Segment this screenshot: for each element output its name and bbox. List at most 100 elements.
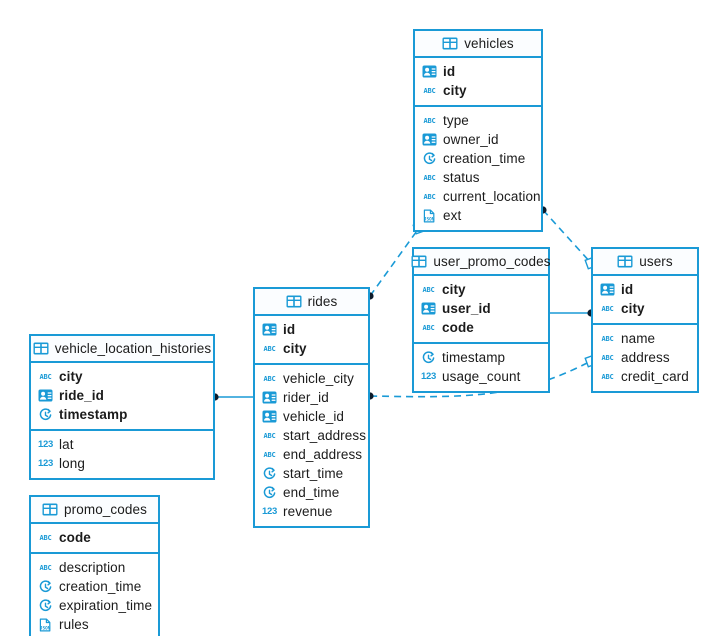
column-name: ext <box>443 208 462 223</box>
abc-icon: ABC <box>422 285 435 294</box>
column-row[interactable]: 123 lat <box>31 435 213 454</box>
primary-key-row[interactable]: ride_id <box>31 386 213 405</box>
column-row[interactable]: ABC status <box>415 168 541 187</box>
column-row[interactable]: expiration_time <box>31 596 158 615</box>
primary-key-row[interactable]: id <box>593 280 697 299</box>
table-grid-icon <box>286 295 302 308</box>
table-header-user_promo_codes[interactable]: user_promo_codes <box>411 249 550 276</box>
table-header-rides[interactable]: rides <box>255 289 368 316</box>
column-row[interactable]: timestamp <box>414 348 548 367</box>
column-name: name <box>621 331 656 346</box>
column-name: start_address <box>283 428 367 443</box>
clock-icon <box>38 579 53 594</box>
abc-icon: ABC <box>422 323 435 332</box>
column-name: end_time <box>283 485 340 500</box>
id-card-icon <box>600 283 615 296</box>
table-header-promo_codes[interactable]: promo_codes <box>31 497 158 524</box>
column-row[interactable]: vehicle_id <box>255 407 368 426</box>
column-row[interactable]: start_time <box>255 464 368 483</box>
column-row[interactable]: ABC start_address <box>255 426 368 445</box>
column-row[interactable]: creation_time <box>31 577 158 596</box>
id-card-icon <box>422 133 437 146</box>
column-name: end_address <box>283 447 363 462</box>
table-grid-icon <box>442 37 458 50</box>
abc-icon: ABC <box>601 353 614 362</box>
primary-key-row[interactable]: ABC city <box>593 299 697 318</box>
column-name: status <box>443 170 480 185</box>
column-name: type <box>443 113 469 128</box>
column-name: vehicle_city <box>283 371 354 386</box>
table-header-users[interactable]: users <box>593 249 697 276</box>
abc-icon: ABC <box>263 431 276 440</box>
primary-key-row[interactable]: id <box>255 320 368 339</box>
primary-key-row[interactable]: user_id <box>414 299 548 318</box>
table-header-vehicles[interactable]: vehicles <box>415 31 541 58</box>
column-name: code <box>442 320 474 335</box>
abc-icon: ABC <box>423 86 436 95</box>
column-name: rider_id <box>283 390 329 405</box>
column-row[interactable]: rider_id <box>255 388 368 407</box>
column-row[interactable]: owner_id <box>415 130 541 149</box>
abc-icon: ABC <box>39 563 52 572</box>
column-name: timestamp <box>442 350 506 365</box>
column-name: vehicle_id <box>283 409 345 424</box>
table-title: users <box>639 254 673 269</box>
column-name: usage_count <box>442 369 521 384</box>
column-row[interactable]: end_time <box>255 483 368 502</box>
column-name: user_id <box>442 301 491 316</box>
relationship-rides-vehicle_location_histories[interactable] <box>211 393 253 401</box>
primary-key-row[interactable]: id <box>415 62 541 81</box>
abc-icon: ABC <box>601 304 614 313</box>
column-name: code <box>59 530 91 545</box>
clock-icon <box>262 485 277 500</box>
table-title: vehicles <box>464 36 514 51</box>
column-name: city <box>283 341 307 356</box>
table-header-vehicle_location_histories[interactable]: vehicle_location_histories <box>31 336 213 363</box>
relationship-users-user_promo_codes[interactable] <box>550 309 595 317</box>
number-icon: 123 <box>38 439 53 450</box>
clock-icon <box>262 466 277 481</box>
column-name: lat <box>59 437 74 452</box>
column-name: city <box>621 301 645 316</box>
abc-icon: ABC <box>423 173 436 182</box>
column-name: revenue <box>283 504 333 519</box>
primary-key-row[interactable]: timestamp <box>31 405 213 424</box>
column-name: owner_id <box>443 132 499 147</box>
table-grid-icon <box>42 503 58 516</box>
column-row[interactable]: creation_time <box>415 149 541 168</box>
abc-icon: ABC <box>601 372 614 381</box>
number-icon: 123 <box>38 458 53 469</box>
id-card-icon <box>421 302 436 315</box>
column-name: timestamp <box>59 407 128 422</box>
primary-key-row[interactable]: ABC code <box>414 318 548 337</box>
